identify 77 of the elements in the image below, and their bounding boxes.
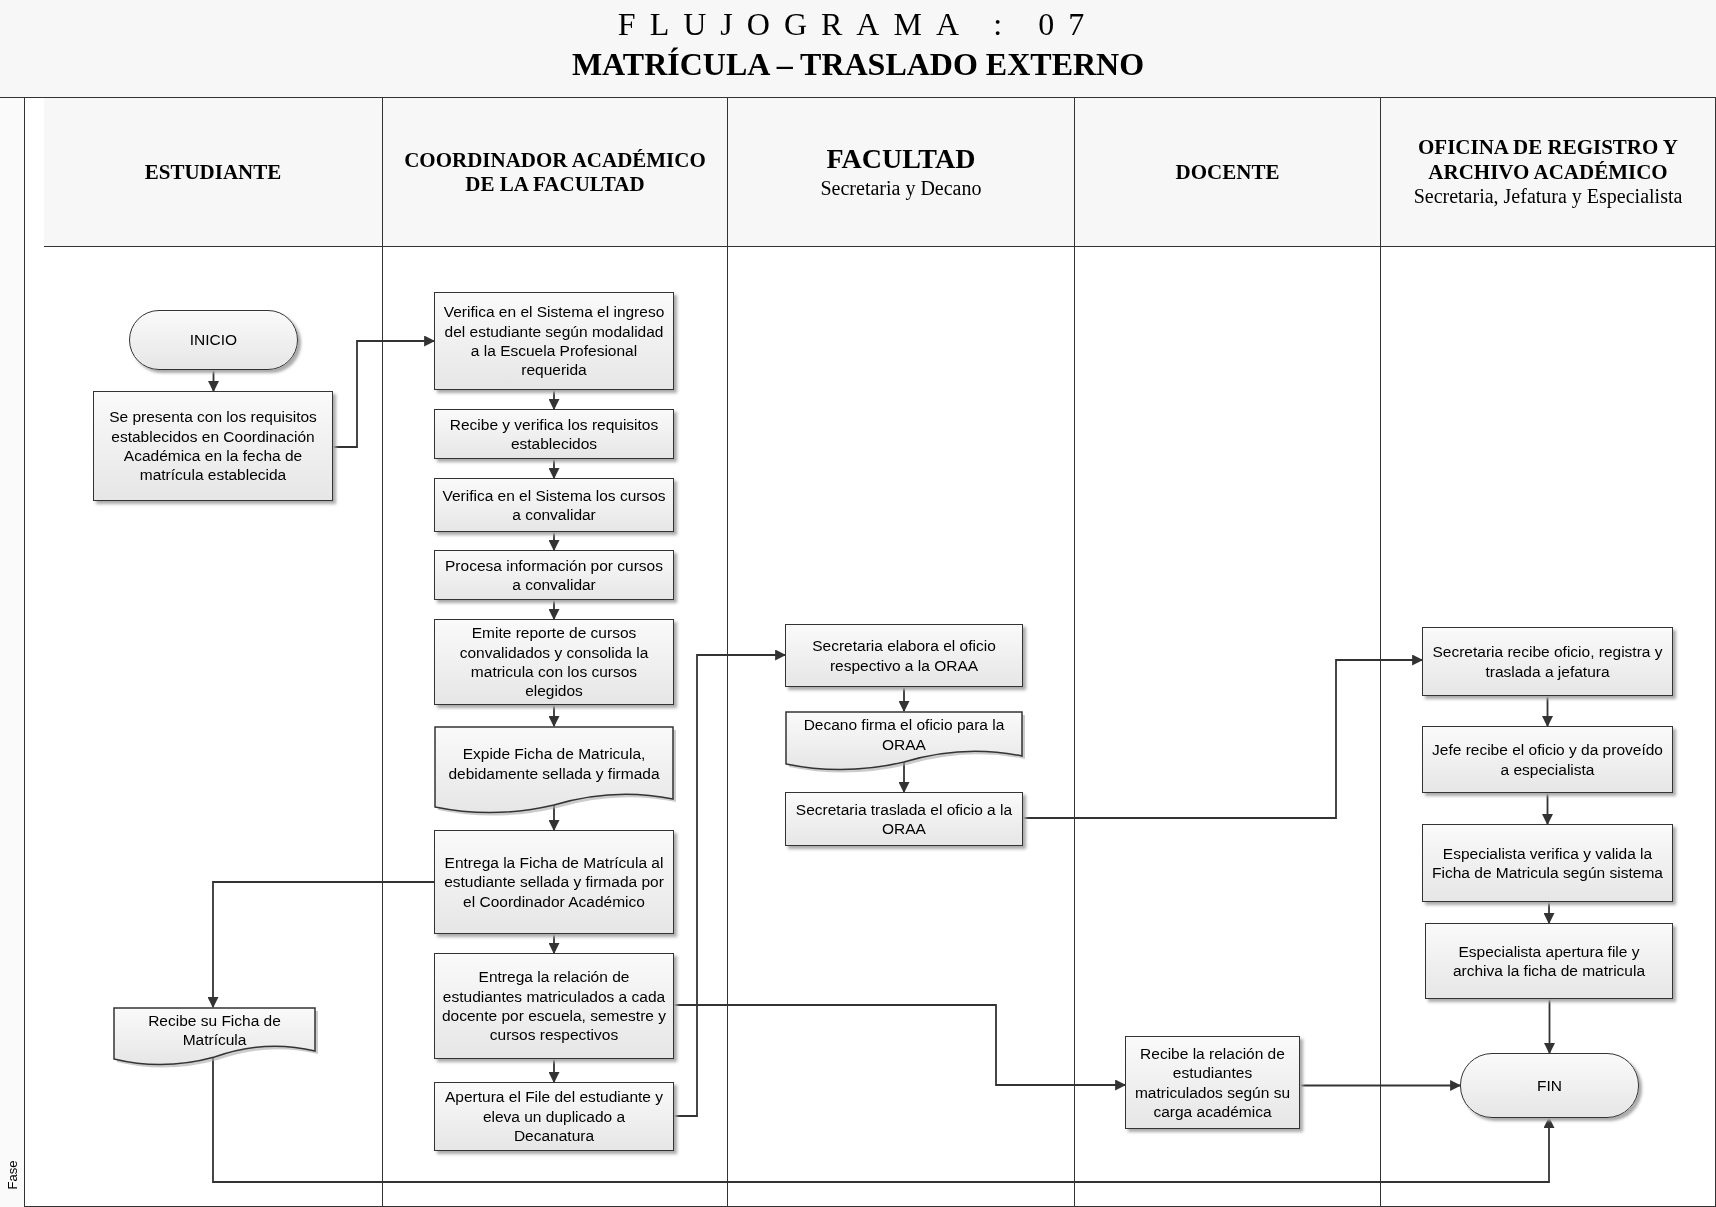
- terminal-shape: [1460, 1053, 1639, 1118]
- process-box: [434, 292, 674, 390]
- step-text: Secretaria elabora el oficio respectivo a la ORAA: [811, 636, 997, 675]
- arrow: [212, 1056, 1555, 1183]
- arrow: [548, 933, 560, 955]
- arrow: [332, 335, 436, 448]
- document-shape: [785, 711, 1023, 772]
- document-shape: [434, 726, 674, 815]
- arrow: [1542, 695, 1553, 728]
- arrow: [1022, 654, 1424, 819]
- document-shape: [113, 1007, 316, 1067]
- step-text: Verifica en el Sistema los cursos a convalidar: [441, 485, 667, 525]
- diagram-title: FLUJOGRAMA : 07: [616, 6, 1100, 43]
- arrow: [1543, 901, 1555, 925]
- swimlane: [728, 98, 1075, 1207]
- step-text: Recibe su Ficha de Matrícula: [147, 1010, 282, 1050]
- arrow: [548, 804, 560, 832]
- process-box: [434, 550, 674, 600]
- arrow: [207, 881, 435, 1009]
- step-text: Especialista verifica y valida la Ficha de Matricula según sistema: [1431, 843, 1664, 883]
- step-text: Apertura el File del estudiante y eleva un duplicado a Decanatura: [444, 1087, 664, 1146]
- lane-subtitle: Secretaria y Decano: [819, 175, 983, 201]
- step-text: Verifica en el Sistema el ingreso del estudiante según modalidad a la Escuela Profesional requerida: [442, 302, 666, 380]
- arrow: [548, 599, 560, 621]
- swimlane: [383, 98, 728, 1207]
- process-box: [1125, 1036, 1300, 1129]
- step-text: Secretaria recibe oficio, registra y traslada a jefatura: [1431, 642, 1664, 681]
- step-text: Procesa información por cursos a convalidar: [444, 555, 664, 595]
- process-box: [1422, 627, 1673, 696]
- arrow: [898, 761, 910, 794]
- arrow: [1299, 1080, 1462, 1091]
- step-text: Recibe la relación de estudiantes matriculados según su carga académica: [1133, 1043, 1292, 1122]
- arrow: [548, 458, 560, 480]
- arrow: [208, 369, 219, 393]
- step-text: Recibe y verifica los requisitos establecidos: [448, 414, 660, 454]
- terminal-shape: [129, 310, 298, 370]
- arrow: [673, 649, 787, 1117]
- arrow: [1542, 792, 1553, 826]
- process-box: [785, 792, 1023, 846]
- arrow: [548, 389, 560, 411]
- lane-title: DOCENTE: [1174, 159, 1281, 185]
- step-text: Especialista apertura file y archiva la ficha de matricula: [1451, 941, 1647, 981]
- step-text: Secretaria traslada el oficio a la ORAA: [794, 799, 1014, 839]
- lane-title: OFICINA DE REGISTRO Y ARCHIVO ACADÉMICO: [1417, 135, 1679, 184]
- process-box: [1422, 726, 1673, 793]
- process-box: [434, 953, 674, 1059]
- process-box: [93, 391, 333, 501]
- step-text: Decano firma el oficio para la ORAA: [802, 715, 1006, 754]
- arrow: [548, 704, 560, 728]
- lane-title: FACULTAD: [825, 143, 977, 176]
- arrow: [1544, 998, 1555, 1055]
- diagram-subtitle: MATRÍCULA – TRASLADO EXTERNO: [570, 46, 1146, 83]
- step-text: Emite reporte de cursos convalidados y consolida la matricula con los cursos elegidos: [458, 623, 650, 701]
- step-text: Entrega la relación de estudiantes matriculados a cada docente por escuela, semestre y cursos respectivos: [441, 967, 667, 1045]
- swimlane: [44, 98, 383, 1207]
- arrow: [548, 1058, 560, 1084]
- step-text: FIN: [1536, 1075, 1563, 1096]
- process-box: [1422, 824, 1673, 902]
- process-box: [785, 624, 1023, 687]
- process-box: [434, 1082, 674, 1151]
- arrow: [548, 531, 560, 552]
- swimlane: [1075, 98, 1381, 1207]
- step-text: Entrega la Ficha de Matrícula al estudiante sellada y firmada por el Coordinador Académico: [443, 852, 665, 912]
- process-box: [434, 409, 674, 459]
- arrow: [673, 1004, 1127, 1091]
- lane-subtitle: Secretaria, Jefatura y Especialista: [1412, 183, 1684, 209]
- process-box: [1425, 923, 1673, 999]
- step-text: INICIO: [188, 330, 239, 350]
- arrow: [898, 686, 910, 713]
- step-text: Expide Ficha de Matricula, debidamente sellada y firmada: [447, 744, 661, 783]
- process-box: [434, 830, 674, 934]
- step-text: Jefe recibe el oficio y da proveído a especialista: [1431, 740, 1664, 779]
- process-box: [434, 619, 674, 705]
- lane-title: ESTUDIANTE: [143, 159, 283, 185]
- process-box: [434, 478, 674, 532]
- lane-title: COORDINADOR ACADÉMICO DE LA FACULTAD: [403, 147, 707, 197]
- step-text: Se presenta con los requisitos establecidos en Coordinación Académica en la fecha de matrícula establecida: [108, 407, 318, 485]
